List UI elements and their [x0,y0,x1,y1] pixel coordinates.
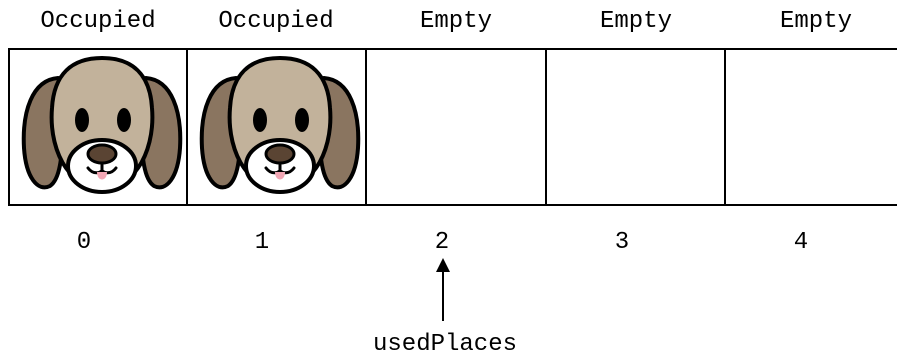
dog-face-icon [21,55,183,194]
slot-index-0: 0 [76,229,92,256]
array-cell-0 [10,48,187,204]
slot-index-3: 3 [614,229,630,256]
array-cell-1 [188,48,366,204]
slot-status-4: Empty [779,8,852,35]
slot-status-0: Occupied [40,8,156,35]
slot-status-2: Empty [419,8,492,35]
slot-index-1: 1 [254,229,270,256]
dog-face-icon [199,55,361,194]
pointer-arrow-head [436,258,450,272]
slot-status-3: Empty [599,8,672,35]
slot-status-1: Occupied [218,8,334,35]
pointer-label: usedPlaces [372,331,518,358]
array-cell-2 [367,48,546,204]
slot-index-2: 2 [434,229,450,256]
array-cell-4 [726,48,897,204]
array-cell-3 [547,48,725,204]
slot-index-4: 4 [793,229,809,256]
